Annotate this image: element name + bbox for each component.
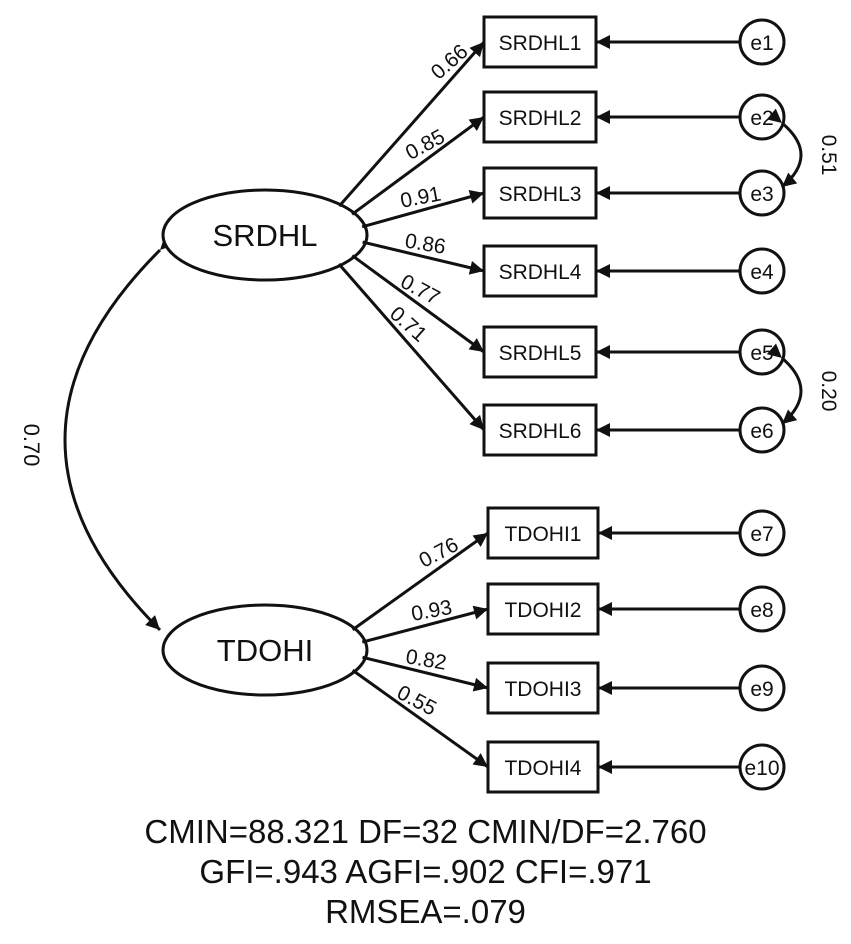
indicator-box (482, 325, 598, 379)
error-covariance-label: 0.51 (817, 135, 840, 176)
indicator-label: SRDHL3 (499, 183, 582, 206)
error-label: e5 (750, 342, 773, 365)
indicator-box (486, 740, 600, 794)
indicator-label: SRDHL1 (499, 32, 582, 55)
loading-arrow (338, 41, 486, 208)
indicator-label: TDOHI2 (504, 599, 581, 622)
error-label: e6 (750, 420, 773, 443)
loading-label: 0.93 (410, 596, 454, 626)
error-label: e7 (750, 523, 773, 546)
loading-arrow (361, 189, 485, 229)
error-covariance-label: 0.20 (817, 371, 840, 412)
loading-arrow (362, 240, 485, 275)
loading-label: 0.91 (398, 182, 442, 212)
loading-arrow (337, 263, 486, 431)
error-covariance-arc (766, 108, 803, 189)
indicator-box (486, 506, 600, 560)
loading-arrow (351, 669, 489, 769)
loading-arrow (351, 115, 485, 216)
loading-arrow (351, 254, 485, 354)
error-circle (738, 743, 786, 791)
loading-arrow (351, 531, 489, 631)
error-covariance-arc (766, 343, 803, 426)
latent-factor-label: TDOHI (217, 633, 313, 668)
error-label: e3 (750, 183, 773, 206)
indicator-label: SRDHL2 (499, 107, 582, 130)
factor-correlation-arc (63, 235, 175, 632)
latent-factor-tdohi: TDOHI (161, 603, 369, 697)
error-label: e4 (750, 261, 774, 284)
indicator-label: TDOHI3 (504, 678, 581, 701)
error-circle (738, 509, 786, 557)
loading-arrow (362, 655, 489, 692)
fit-stats-line-1: CMIN=88.321 DF=32 CMIN/DF=2.760 (144, 813, 707, 850)
indicator-label: TDOHI1 (504, 523, 581, 546)
indicator-box (482, 15, 598, 69)
error-label: e9 (750, 678, 773, 701)
error-circle (738, 247, 786, 295)
error-label: e1 (750, 32, 773, 55)
indicator-label: SRDHL6 (499, 420, 582, 443)
latent-factor-srdhl: SRDHL (161, 188, 369, 282)
error-label: e10 (744, 757, 779, 780)
error-label: e2 (750, 107, 773, 130)
indicator-label: SRDHL4 (499, 261, 582, 284)
indicator-label: TDOHI4 (504, 757, 581, 780)
fit-stats-line-3: RMSEA=.079 (325, 893, 526, 930)
fit-statistics: CMIN=88.321 DF=32 CMIN/DF=2.760 GFI=.943… (0, 812, 851, 932)
loading-arrow (361, 605, 489, 644)
latent-factor-label: SRDHL (212, 218, 317, 253)
factor-correlation-label: 0.70 (19, 424, 44, 467)
error-circle (738, 18, 786, 66)
indicator-label: SRDHL5 (499, 342, 582, 365)
error-circle (738, 585, 786, 633)
indicator-box (482, 166, 598, 220)
error-circle (738, 664, 786, 712)
error-label: e8 (750, 599, 773, 622)
fit-stats-line-2: GFI=.943 AGFI=.902 CFI=.971 (199, 853, 652, 890)
loading-label: 0.66 (427, 40, 473, 84)
indicator-box (482, 244, 598, 298)
